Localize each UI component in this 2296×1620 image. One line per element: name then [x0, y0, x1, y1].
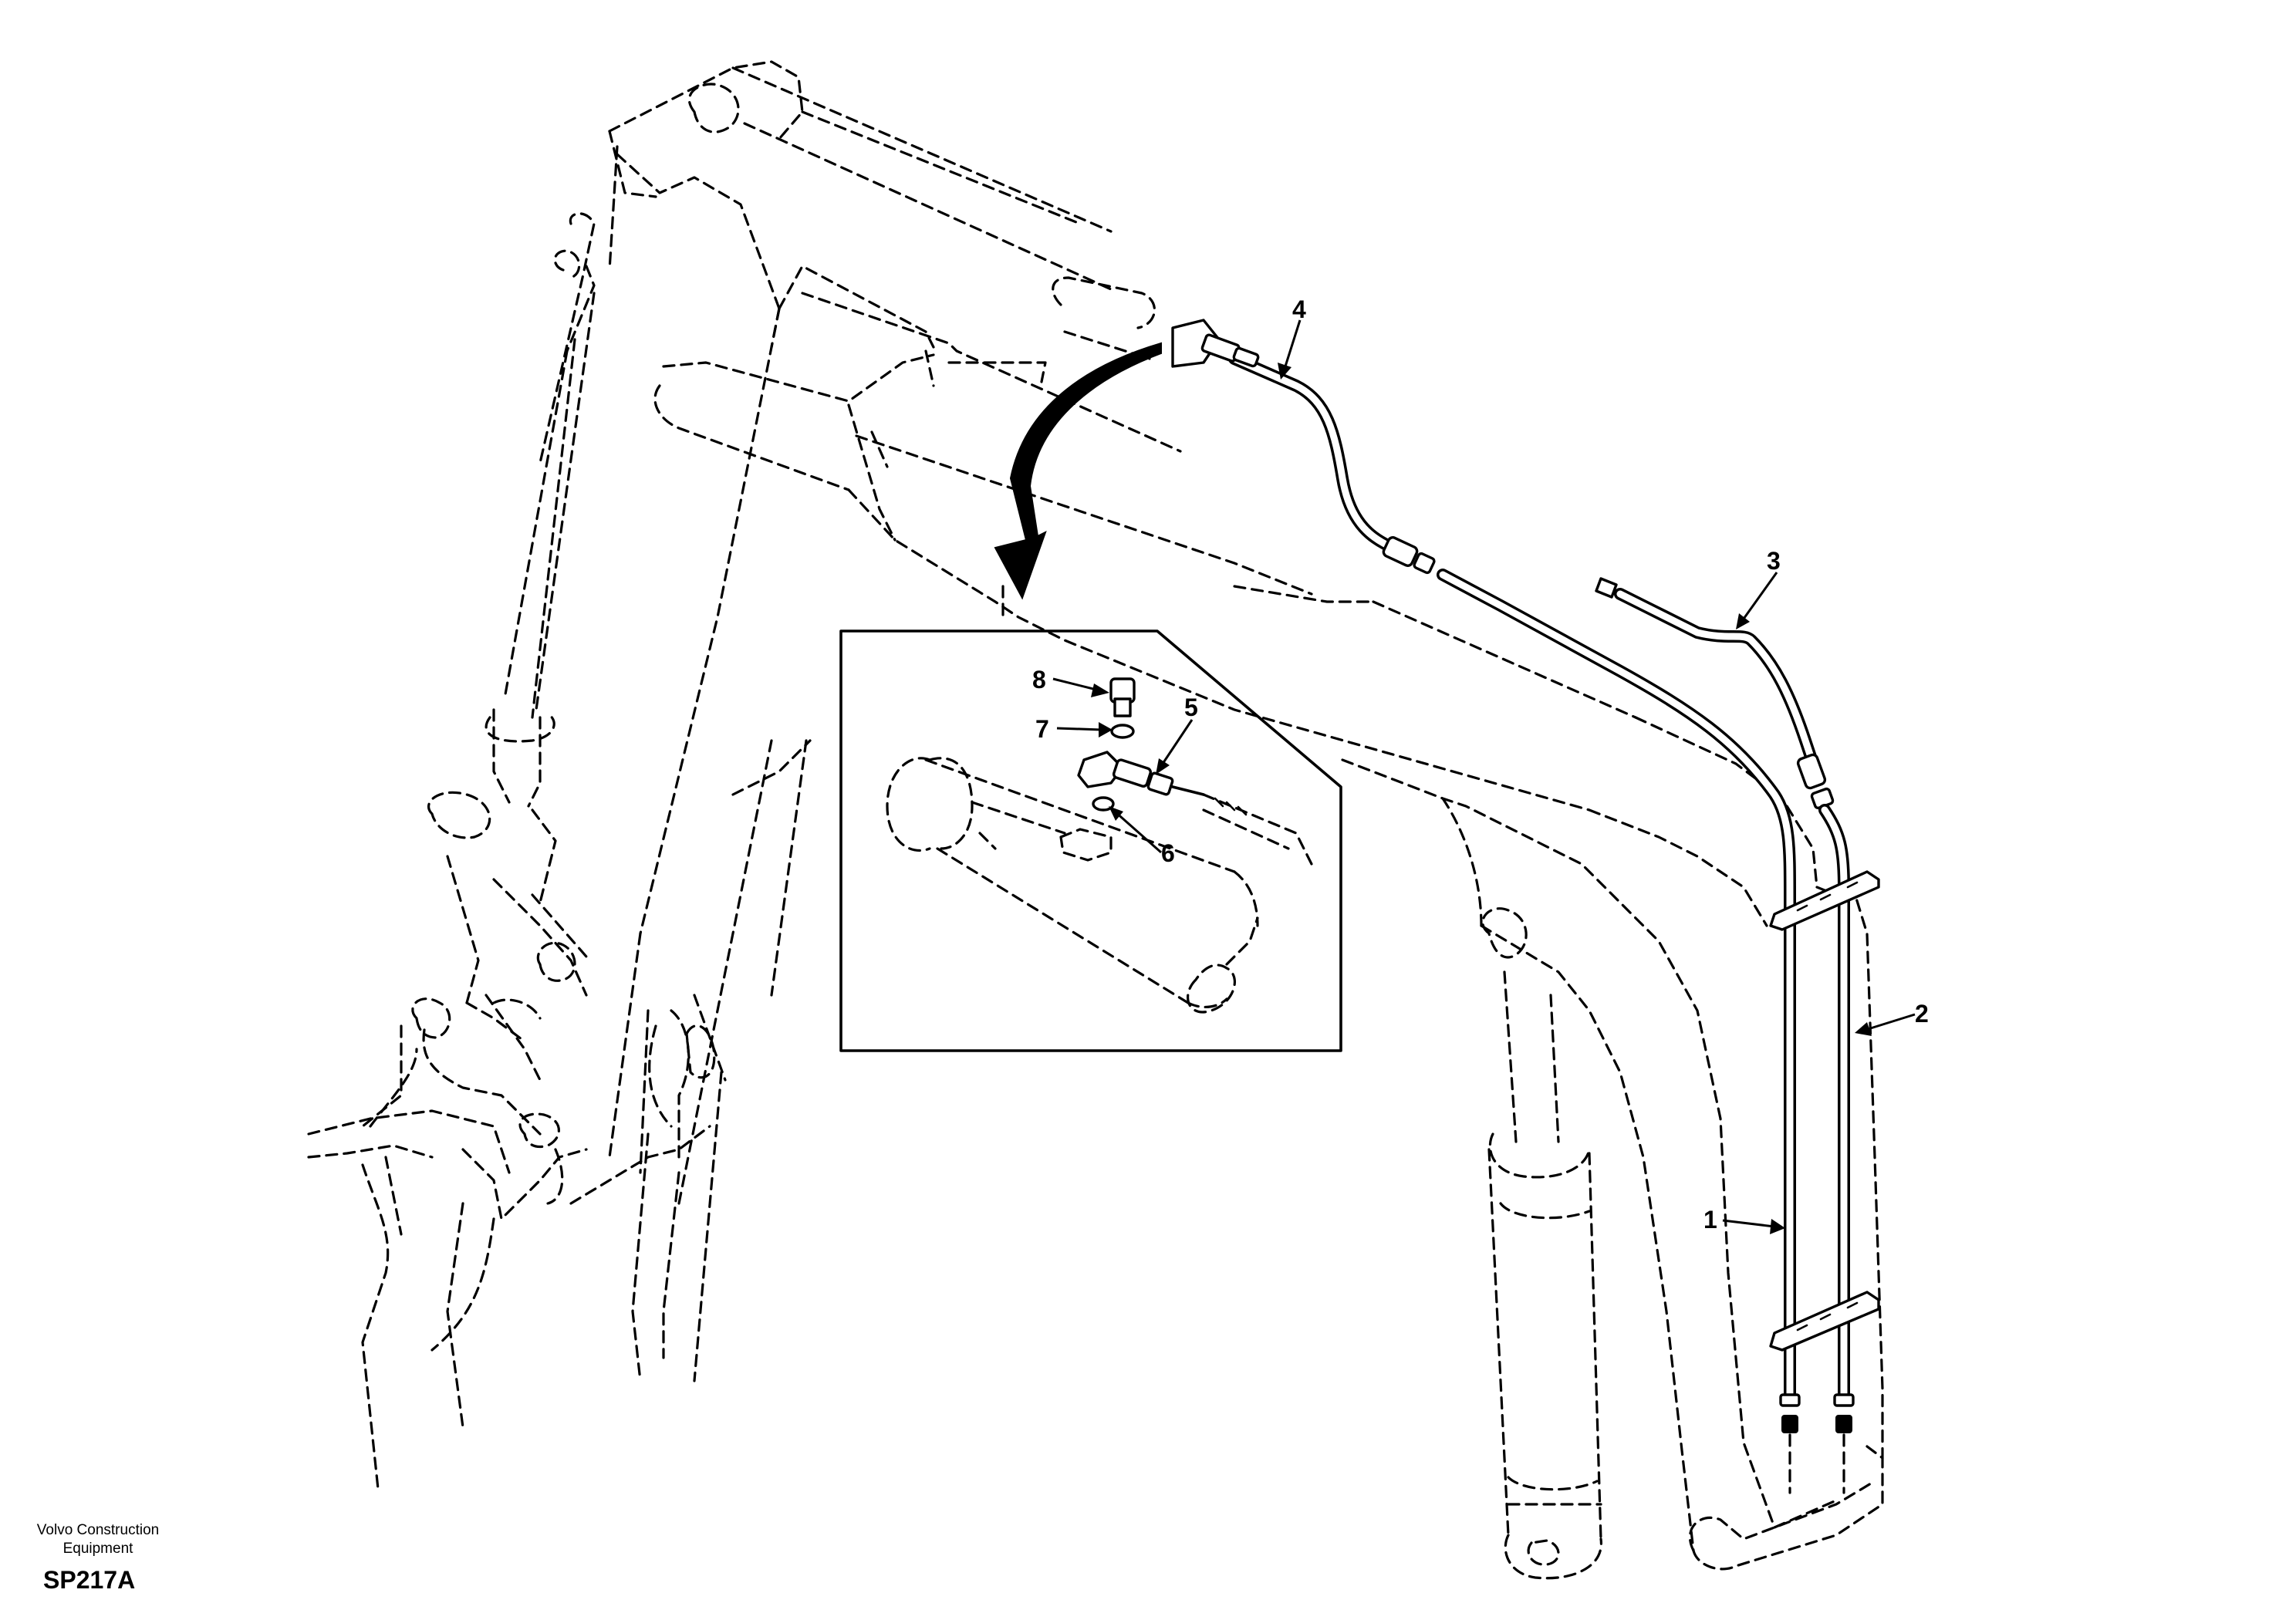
- callout-labels: 4 3 2 1 8 7 5 6: [1032, 295, 1929, 1234]
- brand-caption: Volvo Construction Equipment: [36, 1522, 160, 1557]
- detail-pointer-arrow: [994, 342, 1162, 600]
- figure-code: SP217A: [43, 1566, 136, 1594]
- detail-inset: [839, 629, 1342, 1052]
- callout-4: 4: [1292, 295, 1306, 323]
- callout-7: 7: [1035, 715, 1049, 743]
- callout-3: 3: [1767, 547, 1781, 575]
- callout-2: 2: [1915, 1000, 1929, 1028]
- callout-1: 1: [1703, 1206, 1717, 1234]
- machine-phantom-outline: [307, 60, 1884, 1580]
- callout-5: 5: [1184, 694, 1198, 721]
- hydraulic-lines: [994, 319, 1880, 1494]
- main-leaders: [1278, 319, 1916, 1234]
- callout-8: 8: [1032, 666, 1046, 694]
- callout-6: 6: [1161, 839, 1175, 867]
